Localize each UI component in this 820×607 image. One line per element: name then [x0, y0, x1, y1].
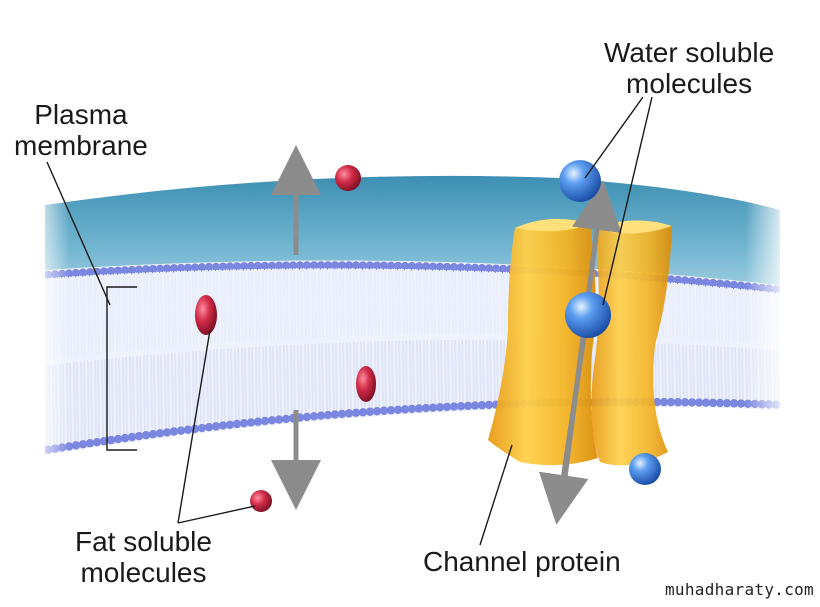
water-molecule	[559, 160, 601, 202]
water-label-line1: Water soluble	[604, 37, 775, 68]
channel-protein-label: Channel protein	[423, 546, 621, 577]
plasma-label-line2: membrane	[14, 130, 148, 161]
membrane-bracket	[106, 286, 137, 451]
water-soluble-label: Water soluble molecules	[604, 37, 774, 99]
fat-label-line1: Fat soluble	[75, 526, 212, 557]
fat-molecule	[250, 490, 272, 512]
channel-protein	[488, 218, 672, 466]
water-molecule	[629, 453, 661, 485]
fat-label-line2: molecules	[80, 557, 207, 588]
fat-molecule	[335, 165, 361, 191]
lipid-bilayer	[45, 260, 780, 455]
watermark: muhadharaty.com	[665, 580, 814, 599]
fat-soluble-label: Fat soluble molecules	[75, 526, 212, 588]
fat-molecule	[195, 295, 217, 335]
plasma-label-line1: Plasma	[34, 99, 128, 130]
water-label-line2: molecules	[626, 68, 753, 99]
leader-lines	[46, 96, 653, 546]
plasma-membrane-label: Plasma membrane	[14, 99, 148, 161]
fat-molecule	[356, 366, 376, 402]
channel-arrow-down	[538, 329, 589, 525]
water-molecule	[565, 292, 611, 338]
